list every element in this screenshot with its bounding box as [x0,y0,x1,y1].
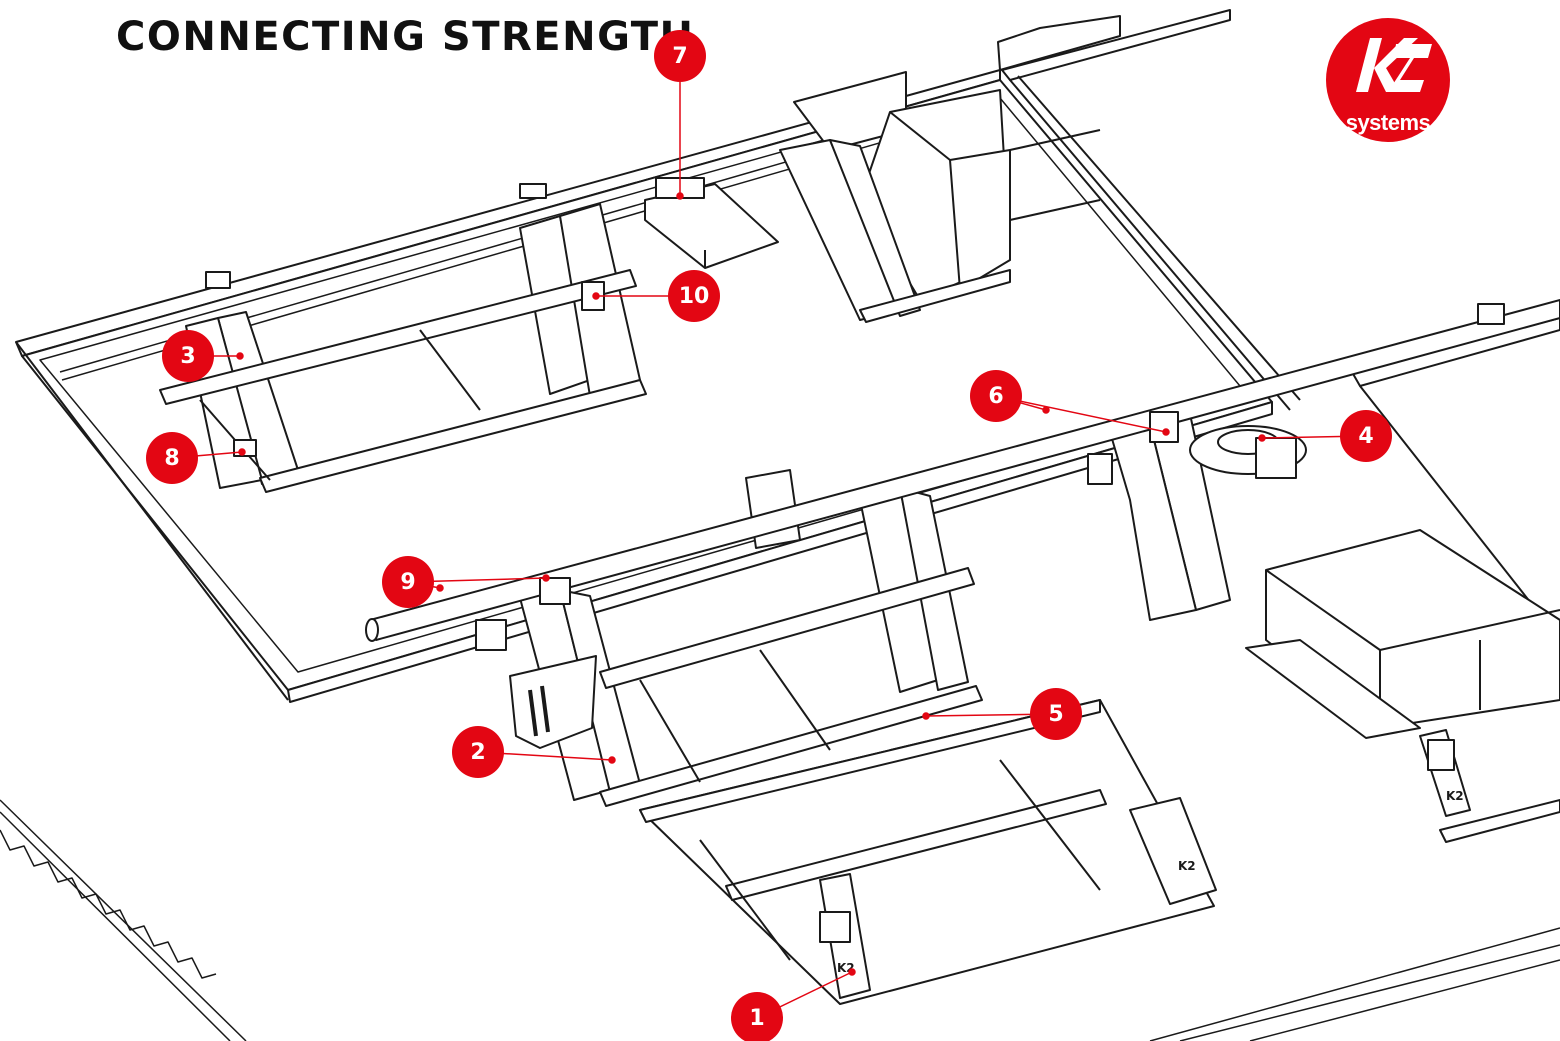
callout-8: 8 [146,432,198,484]
ballast-blocks-rear [644,15,1121,301]
clamps [205,177,1505,943]
svg-text:K2: K2 [1178,859,1196,873]
callout-5: 5 [1030,688,1082,740]
k2-systems-logo: systems [1326,0,1450,150]
callout-2: 2 [452,726,504,778]
callout-1: 1 [731,992,783,1041]
rear-base-rails [159,269,1011,493]
cross-pipe [365,299,1560,642]
headline: CONNECTING STRENGTH [116,14,695,60]
callout-3: 3 [162,330,214,382]
rotating-base [1189,425,1307,479]
ballast-block-right [1265,529,1560,729]
callout-7: 7 [654,30,706,82]
callout-9: 9 [382,556,434,608]
solar-module-right [1001,9,1560,641]
right-base-rails [1245,639,1560,843]
logo-subtitle: systems [1345,110,1431,135]
roof-edge [0,799,1560,1041]
middle-base-rails [599,567,983,807]
front-tray [639,699,1217,1005]
callout-10: 10 [668,270,720,322]
svg-text:K2: K2 [1446,789,1464,803]
callout-6: 6 [970,370,1022,422]
callout-4: 4 [1340,410,1392,462]
logo-badge-icon [1326,18,1450,142]
